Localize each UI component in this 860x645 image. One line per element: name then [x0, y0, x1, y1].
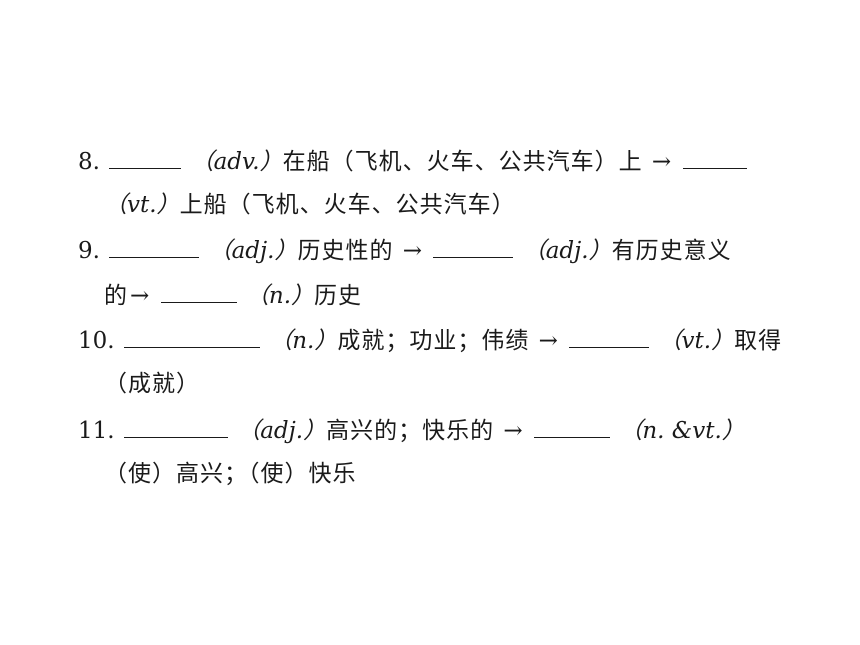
meaning: 有历史意义 — [611, 238, 732, 264]
answer-blank[interactable] — [160, 278, 237, 303]
part-of-speech: （vt.） — [658, 328, 735, 354]
answer-blank[interactable] — [433, 233, 514, 258]
meaning: 取得 — [734, 328, 783, 354]
item-number: 10. — [78, 328, 115, 354]
item-10-line-1: 10. （n.）成就；功业；伟绩 → （vt.）取得 — [78, 323, 782, 357]
item-number: 11. — [78, 418, 115, 444]
item-8-line-1: 8. （adv.）在船（飞机、火车、公共汽车）上 → — [78, 144, 749, 178]
answer-blank[interactable] — [569, 323, 650, 348]
meaning: 成就；功业；伟绩 — [337, 328, 530, 354]
arrow-icon: → — [503, 418, 523, 444]
part-of-speech: （n.） — [269, 328, 338, 354]
answer-blank[interactable] — [109, 233, 200, 258]
arrow-icon: → — [130, 283, 150, 309]
meaning: 在船（飞机、火车、公共汽车）上 — [282, 149, 643, 175]
answer-blank[interactable] — [123, 323, 260, 348]
answer-blank[interactable] — [682, 144, 747, 169]
meaning: 历史 — [314, 283, 363, 309]
item-8-line-2: （vt.）上船（飞机、火车、公共汽车） — [104, 188, 516, 222]
answer-blank[interactable] — [109, 144, 182, 169]
part-of-speech: （adj.） — [208, 238, 298, 264]
arrow-icon: → — [651, 149, 672, 175]
item-11-line-2: （使）高兴；（使）快乐 — [104, 457, 357, 491]
meaning: 高兴的；快乐的 — [326, 418, 495, 444]
part-of-speech: （adj.） — [522, 238, 612, 264]
item-10-line-2: （成就） — [104, 367, 200, 401]
arrow-icon: → — [402, 238, 423, 264]
answer-blank[interactable] — [123, 413, 228, 438]
item-11-line-1: 11. （adj.）高兴的；快乐的 → （n. &vt.） — [78, 413, 745, 447]
part-of-speech: （vt.） — [104, 192, 180, 218]
item-number: 9. — [78, 238, 100, 264]
answer-blank[interactable] — [534, 413, 610, 438]
meaning: （使）高兴；（使）快乐 — [104, 461, 357, 487]
meaning: （成就） — [104, 371, 200, 397]
item-number: 8. — [78, 149, 100, 175]
arrow-icon: → — [538, 328, 558, 354]
meaning: 历史性的 — [297, 238, 394, 264]
part-of-speech: （n. &vt.） — [619, 418, 745, 444]
meaning: 上船（飞机、火车、公共汽车） — [179, 192, 516, 218]
part-of-speech: （adv.） — [190, 149, 283, 175]
item-9-line-2: 的→ （n.）历史 — [104, 278, 362, 312]
meaning: 的 — [104, 283, 128, 309]
part-of-speech: （adj.） — [237, 418, 327, 444]
item-9-line-1: 9. （adj.）历史性的 → （adj.）有历史意义 — [78, 233, 732, 267]
part-of-speech: （n.） — [245, 283, 315, 309]
